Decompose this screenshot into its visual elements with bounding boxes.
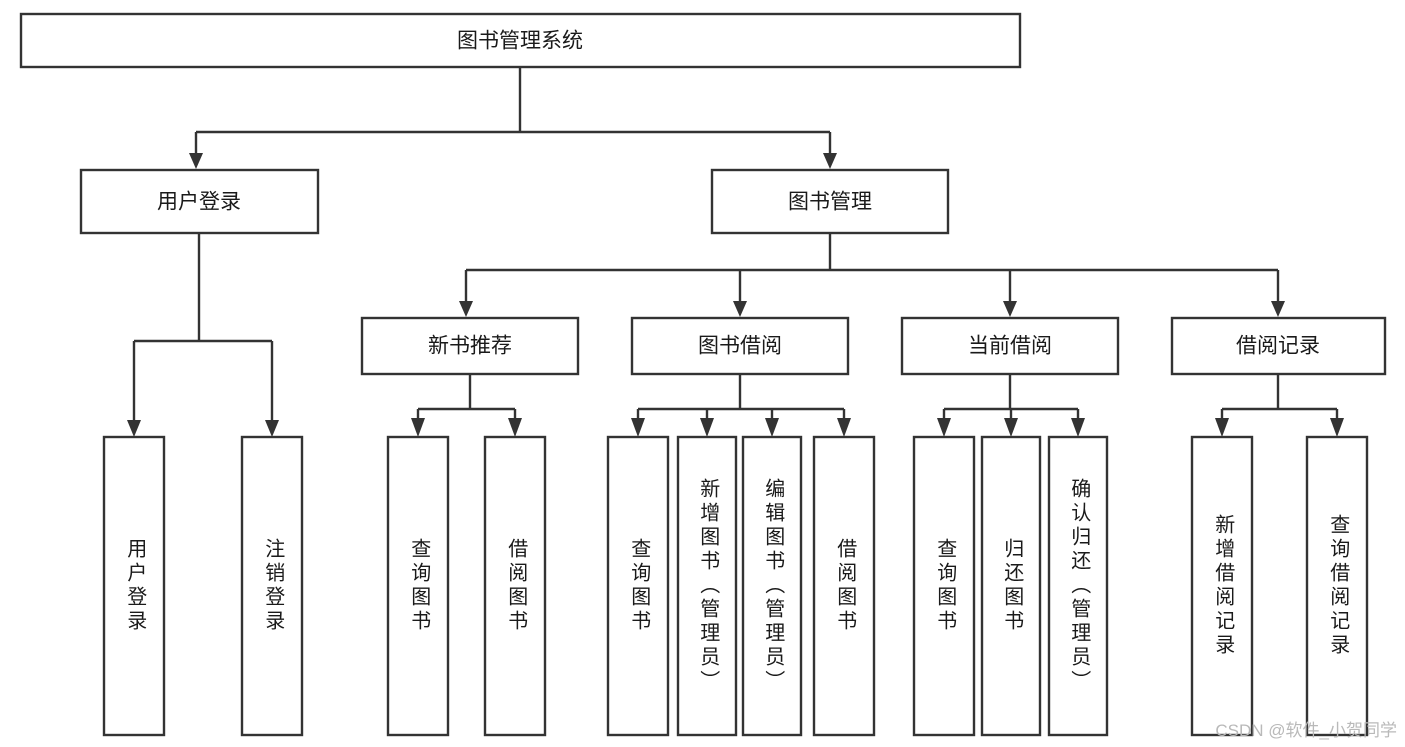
- node-leaf-query-book-2-label: 查询图书: [628, 538, 651, 634]
- node-leaf-query-book-1-label: 查询图书: [408, 538, 431, 634]
- connector-borrowrecord-to-leaves: [1215, 374, 1344, 437]
- node-leaf-add-book[interactable]: 新增图书（管理员）: [676, 435, 738, 737]
- connector-bookborrow-to-leaves: [631, 374, 851, 437]
- node-leaf-user-login-label: 用户登录: [124, 538, 147, 634]
- connector-bookmgmt-to-level3: [459, 233, 1285, 317]
- node-leaf-confirm-return[interactable]: 确认归还（管理员）: [1047, 435, 1109, 737]
- node-new-book-recommend[interactable]: 新书推荐: [360, 316, 580, 376]
- node-leaf-borrow-book-2[interactable]: 借阅图书: [812, 435, 876, 737]
- connector-currentborrow-to-leaves: [937, 374, 1085, 437]
- node-user-login-label: 用户登录: [157, 191, 241, 214]
- node-leaf-edit-book[interactable]: 编辑图书（管理员）: [741, 435, 803, 737]
- connector-newbook-to-leaves: [411, 374, 522, 437]
- node-new-book-recommend-label: 新书推荐: [428, 335, 512, 358]
- node-leaf-return-book-label: 归还图书: [1001, 538, 1024, 634]
- node-leaf-user-login[interactable]: 用户登录: [102, 435, 166, 737]
- connector-userlogin-to-leaves: [127, 233, 279, 437]
- node-leaf-query-book-3[interactable]: 查询图书: [912, 435, 976, 737]
- node-current-borrow[interactable]: 当前借阅: [900, 316, 1120, 376]
- node-book-management-label: 图书管理: [788, 191, 872, 214]
- node-leaf-add-borrow-record-label: 新增借阅记录: [1212, 514, 1235, 658]
- node-leaf-add-borrow-record[interactable]: 新增借阅记录: [1190, 435, 1254, 737]
- node-leaf-logout[interactable]: 注销登录: [240, 435, 304, 737]
- node-book-management[interactable]: 图书管理: [710, 168, 950, 235]
- node-leaf-logout-label: 注销登录: [262, 538, 285, 634]
- node-leaf-borrow-book-1-label: 借阅图书: [505, 538, 528, 634]
- node-leaf-return-book[interactable]: 归还图书: [980, 435, 1042, 737]
- node-leaf-confirm-return-label: 确认归还（管理员）: [1068, 478, 1091, 694]
- node-leaf-add-book-label: 新增图书（管理员）: [697, 478, 720, 694]
- node-leaf-query-borrow-record-label: 查询借阅记录: [1327, 514, 1350, 658]
- node-leaf-borrow-book-1[interactable]: 借阅图书: [483, 435, 547, 737]
- connector-root-to-level2: [189, 67, 837, 169]
- node-borrow-record-label: 借阅记录: [1236, 335, 1320, 358]
- node-root-label: 图书管理系统: [457, 30, 583, 53]
- node-leaf-borrow-book-2-label: 借阅图书: [834, 538, 857, 634]
- node-book-borrow[interactable]: 图书借阅: [630, 316, 850, 376]
- node-book-borrow-label: 图书借阅: [698, 335, 782, 358]
- node-leaf-query-borrow-record[interactable]: 查询借阅记录: [1305, 435, 1369, 737]
- node-leaf-query-book-2[interactable]: 查询图书: [606, 435, 670, 737]
- node-user-login[interactable]: 用户登录: [79, 168, 320, 235]
- node-leaf-edit-book-label: 编辑图书（管理员）: [762, 478, 785, 694]
- node-root[interactable]: 图书管理系统: [19, 12, 1022, 69]
- node-current-borrow-label: 当前借阅: [968, 335, 1052, 358]
- node-leaf-query-book-3-label: 查询图书: [934, 538, 957, 634]
- node-leaf-query-book-1[interactable]: 查询图书: [386, 435, 450, 737]
- node-borrow-record[interactable]: 借阅记录: [1170, 316, 1387, 376]
